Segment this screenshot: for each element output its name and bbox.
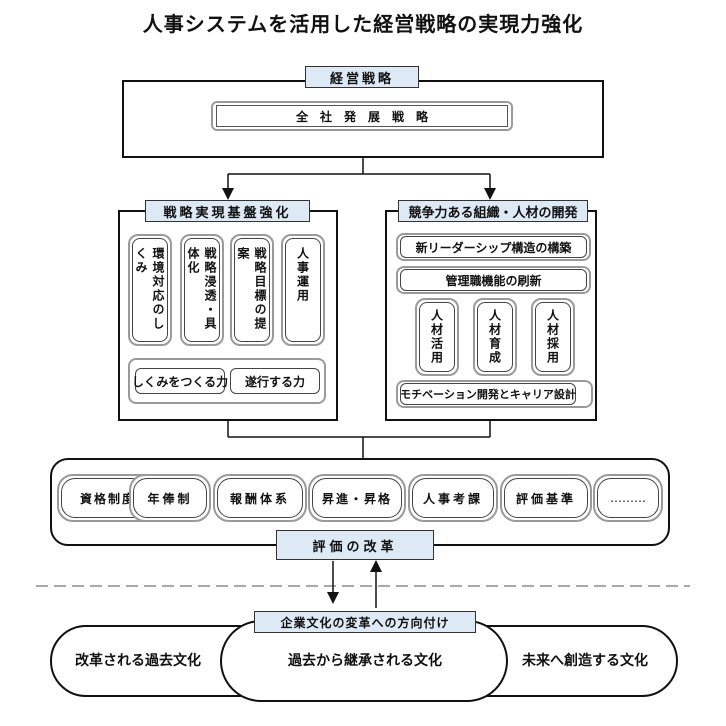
personnel-evaluation-item: 人事考課 (412, 478, 494, 518)
right-column-2: 人材育成 (477, 302, 513, 372)
annual-salary-item: 年俸制 (133, 478, 207, 518)
right-panel-label: 競争力ある組織・人材の開発 (398, 200, 588, 222)
past-culture-text: 改革される過去文化 (75, 653, 201, 669)
left-column-2: 戦略浸透・具体化 (184, 238, 220, 342)
more-items-ellipsis: ……… (597, 478, 659, 518)
inherited-culture-shape (220, 620, 508, 702)
future-culture-text: 未来へ創造する文化 (522, 653, 648, 669)
execution-ability-box: 遂行する力 (230, 368, 320, 394)
right-column-3: 人材採用 (535, 302, 571, 372)
new-leadership-box: 新リーダーシップ構造の構築 (400, 236, 587, 258)
culture-direction-label: 企業文化の変革への方向付け (254, 611, 476, 633)
mechanism-ability-box: しくみをつくる力 (132, 368, 228, 394)
left-panel-label: 戦略実現基盤強化 (145, 200, 310, 222)
motivation-career-box: モチベーション開発とキャリア設計 (400, 383, 576, 405)
evaluation-reform-label: 評価の改革 (276, 530, 434, 560)
promotion-item: 昇進・昇格 (312, 478, 402, 518)
evaluation-criteria-item: 評価基準 (504, 478, 588, 518)
diagram-title: 人事システムを活用した経営戦略の実現力強化 (142, 12, 584, 36)
right-column-1: 人材活用 (419, 302, 455, 372)
strategy-label: 経営戦略 (305, 66, 419, 88)
manager-function-box: 管理職機能の刷新 (400, 269, 587, 291)
left-column-4: 人事運用 (285, 238, 321, 342)
inherited-culture-text: 過去から継承される文化 (288, 653, 442, 669)
compensation-system-item: 報酬体系 (217, 478, 303, 518)
left-column-1: 環境対応のしくみ (132, 238, 168, 342)
company-strategy-box: 全 社 発 展 戦 略 (216, 105, 508, 127)
left-column-3: 戦略目標の提案 (234, 238, 270, 342)
